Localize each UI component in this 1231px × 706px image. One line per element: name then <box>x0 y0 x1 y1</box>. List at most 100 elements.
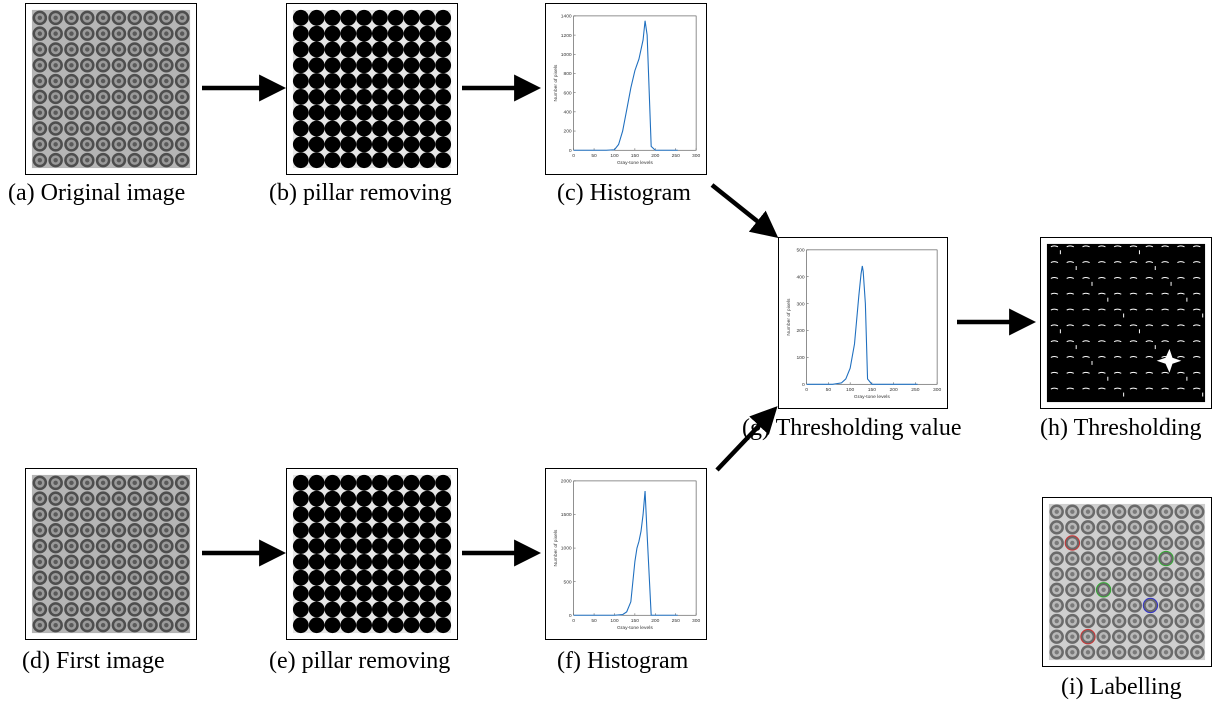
y-tick-label: 0 <box>569 148 572 154</box>
pillar-mask <box>292 9 309 26</box>
pillar-mask <box>387 136 404 153</box>
caption-text: Thresholding value <box>775 415 962 441</box>
pillar-mask <box>372 538 388 554</box>
pillar-mask <box>435 41 452 58</box>
pillar-mask <box>324 41 341 58</box>
panel-b-pillar-removing <box>286 3 458 175</box>
pillar-mask <box>356 152 372 169</box>
pillar-mask <box>292 569 309 586</box>
pillar-mask <box>308 104 325 121</box>
pillar-mask <box>308 601 325 618</box>
pillar-mask <box>403 617 420 634</box>
pillar-mask <box>308 569 325 586</box>
y-tick-label: 500 <box>563 579 571 585</box>
pillar-mask <box>308 506 325 523</box>
y-tick-label: 1000 <box>561 52 572 58</box>
plot-frame <box>573 480 697 616</box>
pillar-mask <box>292 104 309 121</box>
pillar-mask <box>372 601 388 618</box>
caption-label: (f) <box>557 648 581 674</box>
pillar-mask <box>387 73 404 89</box>
pillar-mask <box>340 474 357 491</box>
pillar-mask <box>308 538 325 554</box>
pillar-mask <box>308 9 325 26</box>
pillar-mask <box>403 522 420 539</box>
pillar-mask <box>387 538 404 554</box>
pillar-mask <box>356 89 372 105</box>
pillar-mask <box>435 152 452 169</box>
pillar-mask <box>292 89 309 105</box>
pillar-mask <box>308 474 325 491</box>
pillar-mask <box>387 617 404 634</box>
pillar-mask <box>403 73 420 89</box>
pillar-mask <box>308 522 325 539</box>
pillar-mask <box>403 41 420 58</box>
x-tick-label: 300 <box>692 618 700 624</box>
panel-e-pillar-removing <box>286 468 458 640</box>
pillar-mask <box>372 57 388 74</box>
pillar-mask <box>403 538 420 554</box>
x-tick-label: 100 <box>846 387 854 393</box>
x-tick-label: 0 <box>572 153 575 159</box>
pillar-mask <box>356 538 372 554</box>
pillar-mask <box>387 585 404 602</box>
pillar-mask <box>356 25 372 42</box>
caption-b: (b) pillar removing <box>269 179 452 207</box>
y-tick-label: 600 <box>563 90 571 96</box>
pillar-mask <box>419 617 436 634</box>
pillar-mask <box>387 89 404 105</box>
pillar-mask <box>372 9 388 26</box>
pillar-mask <box>308 89 325 105</box>
panel-i-labelling <box>1042 497 1212 667</box>
pillar-mask <box>419 9 436 26</box>
x-tick-label: 150 <box>868 387 876 393</box>
pillar-mask <box>387 506 404 523</box>
caption-text: Thresholding <box>1073 415 1202 441</box>
pillar-mask <box>435 617 452 634</box>
pillar-mask <box>387 490 404 507</box>
pillar-mask <box>435 554 452 570</box>
pillar-mask <box>356 9 372 26</box>
pillar-mask <box>308 41 325 58</box>
pillar-mask <box>340 522 357 539</box>
pillar-mask <box>356 104 372 121</box>
pillar-mask <box>403 136 420 153</box>
pillar-mask <box>340 9 357 26</box>
pillar-mask <box>324 104 341 121</box>
pillar-mask <box>403 601 420 618</box>
x-tick-label: 0 <box>572 618 575 624</box>
pillar-mask <box>435 9 452 26</box>
pillar-mask <box>419 490 436 507</box>
pillar-mask <box>340 120 357 137</box>
pillar-mask <box>292 25 309 42</box>
plot-frame <box>806 249 938 385</box>
x-tick-label: 250 <box>672 618 680 624</box>
y-tick-label: 300 <box>796 301 804 307</box>
pillar-mask <box>372 136 388 153</box>
pillar-mask <box>356 41 372 58</box>
pillar-mask <box>372 104 388 121</box>
pillar-mask <box>292 474 309 491</box>
pillar-mask <box>435 490 452 507</box>
pillar-mask <box>403 104 420 121</box>
caption-a: (a) Original image <box>8 179 185 207</box>
pillar-mask <box>356 120 372 137</box>
pillar-mask <box>308 57 325 74</box>
pillar-mask <box>356 490 372 507</box>
caption-label: (g) <box>742 415 770 441</box>
pillar-mask <box>340 490 357 507</box>
x-tick-label: 100 <box>610 153 618 159</box>
pillar-mask <box>340 554 357 570</box>
threshold-image <box>1046 243 1206 403</box>
pillar-mask <box>419 522 436 539</box>
pillar-mask <box>419 25 436 42</box>
pillar-mask <box>419 506 436 523</box>
pillar-mask <box>403 474 420 491</box>
pillar-mask <box>372 506 388 523</box>
y-tick-label: 1500 <box>561 512 572 518</box>
x-tick-label: 0 <box>805 387 808 393</box>
y-tick-label: 400 <box>563 110 571 116</box>
